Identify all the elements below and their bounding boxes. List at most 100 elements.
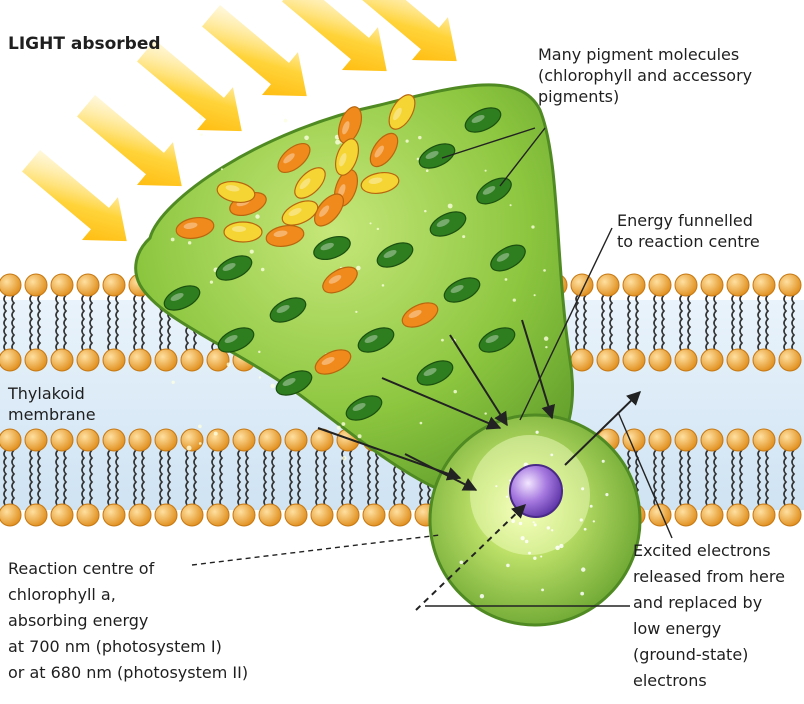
reaction-centre-label-line: Reaction centre of (8, 559, 155, 578)
lipid-tail (37, 294, 42, 352)
lipid-head (128, 348, 152, 372)
carotenoid-molecule (265, 225, 305, 247)
lipid-tail (211, 449, 216, 507)
xanthophyll-molecule (334, 138, 360, 176)
molecule-highlight (408, 309, 422, 318)
chlorophyll-molecule (490, 244, 526, 272)
sparkle (545, 345, 548, 349)
sparkle (509, 204, 512, 207)
sparkle (209, 280, 214, 284)
sparkle (540, 555, 543, 558)
sparkle (341, 422, 346, 426)
sparkle (357, 434, 362, 439)
carotenoid-molecule (314, 349, 352, 375)
lipid-head (700, 428, 724, 452)
lipid-head (102, 273, 126, 297)
lipid-head (284, 428, 308, 452)
sparkle (550, 453, 554, 457)
sparkle (260, 267, 265, 272)
lipid-tail (141, 449, 146, 507)
sparkle (335, 139, 341, 145)
lipid-tail (63, 449, 68, 507)
lipid-tail (635, 294, 640, 352)
lipid-head (674, 273, 698, 297)
electron-out-arrow (564, 391, 642, 466)
lipid-head (778, 348, 802, 372)
lipid-head (284, 503, 308, 527)
molecule-highlight (393, 107, 402, 121)
lipid-head (180, 348, 204, 372)
molecule-highlight (339, 153, 347, 167)
sparkle (520, 536, 525, 541)
electrons-label: Excited electrons released from here and… (633, 538, 785, 694)
lipid-head (648, 348, 672, 372)
lipid-tail (141, 294, 146, 352)
pigments-label-line: Many pigment molecules (538, 45, 740, 64)
sparkle (506, 563, 510, 568)
sparkle (581, 487, 585, 491)
lipid-tail (783, 449, 788, 507)
sparkle (543, 336, 549, 341)
lipid-head (752, 503, 776, 527)
lipid-head (362, 503, 386, 527)
thylakoid-label-line: membrane (8, 405, 96, 424)
molecule-highlight (276, 304, 290, 313)
xanthophyll-molecule (294, 167, 326, 199)
funnel-label-line: Energy funnelled (617, 211, 753, 230)
lipid-head (232, 503, 256, 527)
lipid-tail (705, 294, 710, 352)
molecule-highlight (436, 218, 450, 227)
molecule-highlight (224, 334, 238, 343)
lipid-tail (757, 294, 762, 352)
lipid-head (570, 273, 594, 297)
chlorophyll-molecule (464, 107, 502, 133)
lipid-head (50, 273, 74, 297)
sparkle (531, 225, 535, 229)
lipid-tail (3, 294, 8, 352)
molecule-highlight (328, 275, 342, 284)
lipid-head (154, 348, 178, 372)
thylakoid-label-line: Thylakoid (8, 384, 85, 403)
molecule-highlight (423, 367, 437, 376)
lipid-head (752, 348, 776, 372)
light-ray-arrow (137, 40, 242, 132)
lipid-head (206, 503, 230, 527)
lipid-tail (159, 449, 164, 507)
lipid-head (648, 503, 672, 527)
lipid-tail (661, 449, 666, 507)
lipid-tail (757, 449, 762, 507)
lipid-tail (3, 449, 8, 507)
lipid-tail (297, 449, 302, 507)
molecule-highlight (471, 114, 485, 123)
lipid-tail (323, 449, 328, 507)
chlorophyll-molecule (217, 327, 255, 353)
light-ray (352, 0, 457, 62)
carotenoid-molecule (322, 266, 358, 294)
sparkle (425, 169, 429, 172)
reaction-centre-leader (191, 534, 441, 566)
electrons-label-line: and replaced by (633, 593, 763, 612)
sparkle (459, 560, 464, 565)
lipid-head (674, 428, 698, 452)
chlorophyll-molecule (376, 242, 414, 268)
sparkle (304, 135, 309, 141)
lipid-head (310, 503, 334, 527)
sparkle (484, 169, 487, 172)
lipid-tail (29, 449, 34, 507)
chlorophyll-molecule (275, 370, 313, 396)
chlorophyll-molecule (418, 143, 456, 169)
lipid-tail (765, 449, 770, 507)
chlorophyll-molecule (476, 177, 512, 205)
sparkle (213, 431, 218, 436)
lipid-tail (791, 449, 796, 507)
lipid-tail (81, 294, 86, 352)
lipid-head (206, 348, 230, 372)
sparkle (336, 425, 341, 430)
funnel-label: Energy funnelled to reaction centre (617, 210, 760, 252)
light-ray-arrow (77, 95, 182, 187)
lipid-tail (63, 294, 68, 352)
molecule-highlight (342, 121, 350, 135)
sparkle (559, 543, 564, 549)
carotenoid-molecule (175, 217, 215, 239)
energy-arrow (381, 377, 502, 430)
